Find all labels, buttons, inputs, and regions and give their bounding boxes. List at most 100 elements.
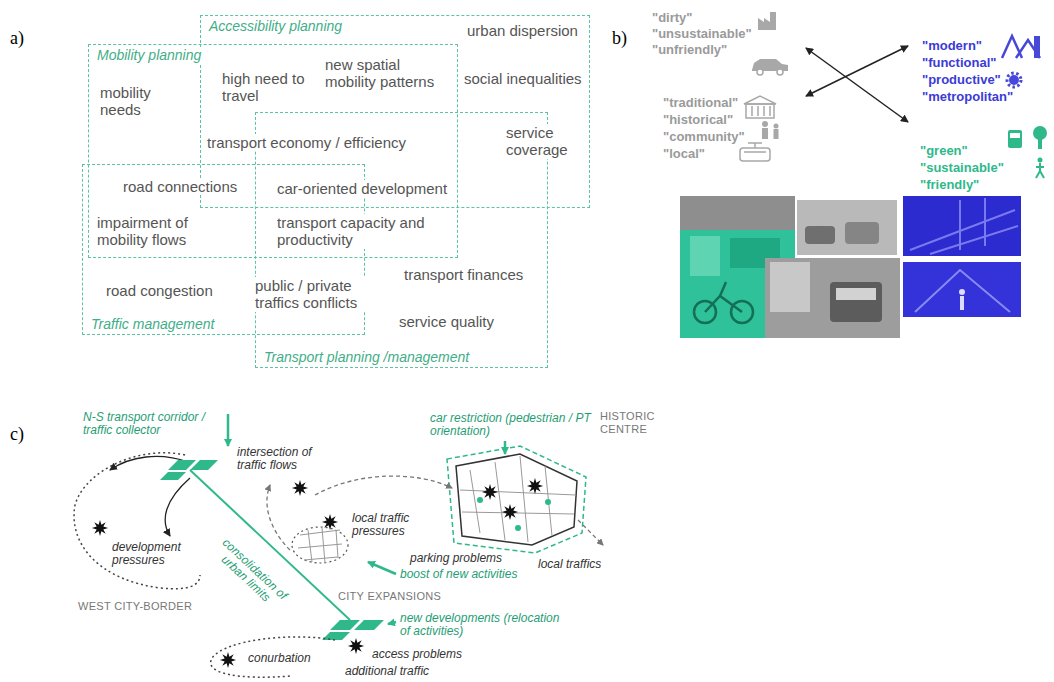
attribute-word: "green" [920, 143, 968, 159]
restriction-zone [447, 446, 586, 553]
problem-star [348, 638, 364, 654]
attribute-word: "traditional" [663, 95, 738, 111]
field-heading: Mobility planning [95, 47, 203, 63]
map-note: parking problems [410, 552, 502, 565]
problem-star [502, 504, 518, 520]
green-dot [545, 499, 551, 505]
field-heading: Traffic management [89, 316, 216, 332]
map-note: additional traffic [345, 665, 429, 678]
bus-window [1010, 133, 1020, 138]
green-pointer [504, 441, 507, 454]
planning-action: consolidation of urban limits [201, 527, 299, 621]
problem-star [527, 478, 543, 494]
panel-letter: b) [612, 28, 627, 49]
concept-term: social inequalities [462, 70, 584, 87]
photo-figure [959, 289, 965, 295]
planning-action: boost of new activities [400, 568, 517, 581]
problem-star [92, 520, 108, 536]
green-dot [477, 497, 483, 503]
person-icon [762, 121, 768, 127]
green-pointer [388, 622, 396, 624]
green-pointer [368, 562, 396, 574]
pedestrian-icon [1038, 158, 1043, 163]
bus-icon [1008, 130, 1022, 148]
photo [797, 200, 897, 255]
planning-action: new developments (relocation of activiti… [400, 612, 565, 638]
attribute-word: "local" [663, 146, 705, 162]
building-columns [752, 106, 770, 116]
problem-star [322, 514, 338, 530]
photo-blue [903, 196, 1021, 256]
attribute-word: "functional" [922, 55, 996, 71]
development-symbol [322, 620, 384, 640]
person-icon [774, 124, 779, 129]
attribute-word: "sustainable" [920, 160, 1004, 176]
building-roof [744, 96, 776, 104]
traffic-flow [315, 476, 452, 495]
green-dot [515, 525, 521, 531]
attribute-word: "dirty" [652, 10, 693, 26]
field-heading: Transport planning /management [262, 349, 471, 365]
person-icon [762, 128, 768, 139]
concept-term: service coverage [504, 124, 588, 159]
photo-car [845, 222, 879, 244]
car-wheel [777, 69, 783, 75]
tram-icon [744, 143, 766, 152]
concept-term: high need to travel [220, 70, 324, 105]
concept-term: transport finances [402, 266, 525, 283]
problem-star [292, 480, 308, 496]
traffic-flow [578, 520, 603, 545]
traffic-flow [267, 485, 290, 550]
problem-star [482, 484, 498, 500]
map-note: local traffic pressures [352, 512, 444, 538]
photo-car [805, 226, 835, 244]
car-icon [752, 59, 788, 71]
city-expansion-outline [292, 527, 348, 563]
car-wheel [757, 69, 763, 75]
concept-term: transport economy / efficiency [205, 134, 408, 151]
building-icon [746, 104, 774, 118]
concept-term: transport capacity and productivity [275, 214, 454, 249]
photo-figure [960, 296, 964, 310]
map-note: local traffics [538, 558, 601, 571]
street-grid [298, 528, 342, 563]
concept-term: car-oriented development [275, 180, 449, 197]
area-name: HISTORIC CENTRE [600, 410, 670, 435]
pedestrian-icon [1036, 163, 1044, 178]
area-name: CITY EXPANSIONS [338, 590, 441, 603]
bicycle-frame [705, 282, 742, 312]
map-note: conurbation [248, 652, 311, 665]
photo-tram [830, 282, 882, 322]
attribute-word: "unsustainable" [652, 26, 752, 42]
attribute-word: "modern" [922, 38, 982, 54]
photo-blue [903, 262, 1021, 317]
panel-letter: a) [10, 28, 24, 49]
concept-term: road connections [121, 178, 239, 195]
map-note: intersection of traffic flows [237, 446, 332, 472]
concept-term: new spatial mobility patterns [323, 56, 455, 91]
tree-trunk [1038, 139, 1042, 149]
green-pointer [227, 414, 230, 446]
map-note: access problems [372, 648, 462, 661]
attribute-word: "unfriendly" [652, 42, 727, 58]
double-arrow [806, 48, 908, 122]
attribute-word: "historical" [663, 112, 733, 128]
flow-arrow [165, 478, 190, 536]
attribute-word: "productive" [922, 72, 1001, 88]
gear-icon [1009, 75, 1019, 85]
gear-icon [1007, 73, 1021, 87]
photo-detail [690, 236, 720, 276]
photo-tram-window [836, 288, 876, 300]
photo-detail [770, 262, 810, 312]
factory-icon [758, 12, 776, 30]
attribute-word: "community" [663, 129, 745, 145]
double-arrow [806, 46, 908, 96]
area-name: WEST CITY-BORDER [78, 600, 192, 613]
planning-action: N-S transport corridor / traffic collect… [83, 411, 223, 437]
attribute-word: "friendly" [920, 177, 979, 193]
street-grid [460, 456, 576, 542]
tower-icon [1034, 36, 1040, 58]
historic-centre-outline [456, 454, 577, 545]
panel-letter: c) [10, 424, 24, 445]
planning-action: car restriction (pedestrian / PT orienta… [430, 412, 595, 438]
